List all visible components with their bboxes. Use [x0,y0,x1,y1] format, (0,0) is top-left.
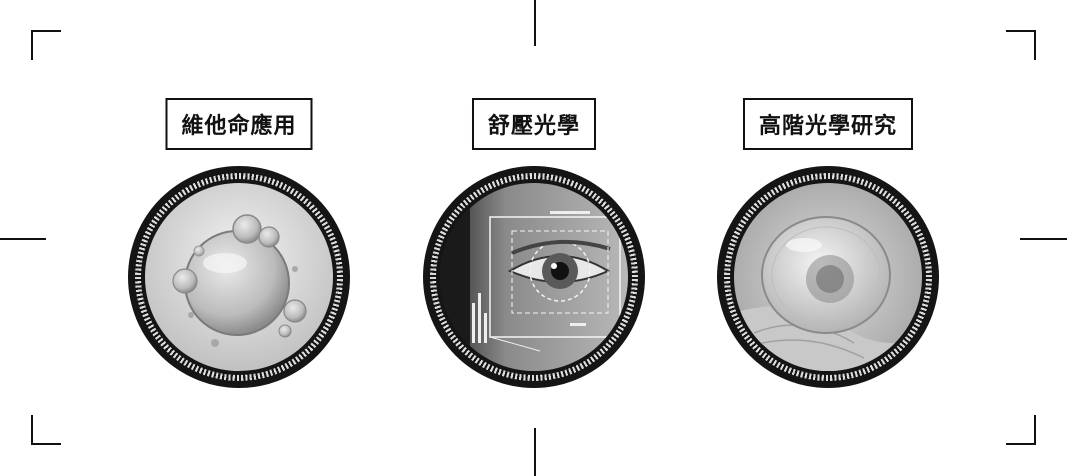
left-center-mark [0,238,46,240]
section-advanced-optics: 高階光學研究 [713,98,943,388]
image-disc [128,166,350,388]
eye-scan-image [440,183,628,371]
corner-bottom-left [31,415,61,445]
section-label-box: 維他命應用 [165,98,313,150]
section-label: 高階光學研究 [758,114,898,139]
section-label: 舒壓光學 [487,114,581,139]
image-disc [717,166,939,388]
corner-top-right [1006,30,1036,60]
section-vitamin: 維他命應用 [124,98,354,388]
section-label-box: 高階光學研究 [742,98,914,150]
bubble-image [145,183,333,371]
top-center-mark [534,0,536,46]
image-disc [423,166,645,388]
bottom-center-mark [534,428,536,476]
corner-bottom-right [1006,415,1036,445]
section-relax-optics: 舒壓光學 [419,98,649,388]
section-label-box: 舒壓光學 [471,98,597,150]
contact-lens-image [734,183,922,371]
corner-top-left [31,30,61,60]
section-label: 維他命應用 [181,114,297,139]
right-center-mark [1020,238,1067,240]
